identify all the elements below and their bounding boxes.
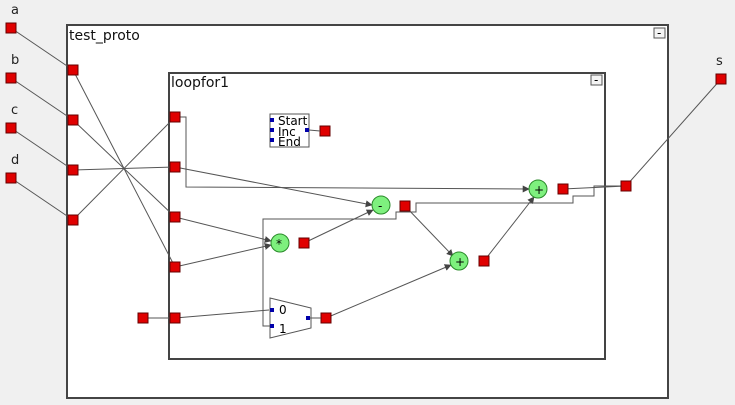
op-mult-label: * <box>276 237 282 251</box>
port-b-ext[interactable] <box>5 72 17 84</box>
op-plus2[interactable]: + <box>528 179 548 199</box>
wire-c-in <box>10 127 74 171</box>
port-outer-b[interactable] <box>67 114 79 126</box>
port-minus-out[interactable] <box>399 200 411 212</box>
op-minus-label: - <box>378 199 382 213</box>
port-inner-2[interactable] <box>169 161 181 173</box>
port-c-ext[interactable] <box>5 122 17 134</box>
port-a-ext[interactable] <box>5 22 17 34</box>
wire-mux-to-plus1 <box>325 264 452 319</box>
port-s-ext[interactable] <box>715 73 727 85</box>
port-plus2-out[interactable] <box>557 183 569 195</box>
wire-to-minus <box>174 166 373 208</box>
counter-end-label: End <box>278 135 301 149</box>
wire-feedback <box>262 185 626 327</box>
port-mult-out[interactable] <box>298 237 310 249</box>
output-label-s: s <box>716 54 723 69</box>
ports <box>5 22 727 324</box>
port-mux-out[interactable] <box>320 312 332 324</box>
port-inner-3[interactable] <box>169 211 181 223</box>
port-outer-a[interactable] <box>67 64 79 76</box>
op-mult[interactable]: * <box>270 233 290 253</box>
input-label-d: d <box>11 153 19 168</box>
wires <box>10 27 722 327</box>
counter-block[interactable]: Start Inc End <box>269 113 321 149</box>
wire-d-x <box>72 116 176 221</box>
wire-minus-to-plus1 <box>404 205 454 257</box>
input-label-c: c <box>11 103 18 118</box>
port-plus1-out[interactable] <box>478 255 490 267</box>
port-inner-5[interactable] <box>169 312 181 324</box>
wire-plus1-to-plus2 <box>483 196 535 262</box>
wire-d-in <box>10 177 74 221</box>
wire-b-in <box>10 77 74 121</box>
wire-mult-in2 <box>174 242 272 268</box>
mux-label-0: 0 <box>279 303 287 317</box>
port-s-outer[interactable] <box>620 180 632 192</box>
port-counter-out[interactable] <box>319 125 331 137</box>
port-outer-d[interactable] <box>67 214 79 226</box>
wire-plus2-out <box>562 185 627 190</box>
inner-collapse-button[interactable] <box>590 74 603 86</box>
mux-block[interactable]: 0 1 <box>269 297 321 339</box>
counter-inc-label: Inc <box>278 125 296 139</box>
outer-collapse-button[interactable] <box>653 27 666 39</box>
op-plus2-label: + <box>534 183 544 197</box>
wire-mult-in1 <box>174 216 272 243</box>
port-ext-left[interactable] <box>137 312 149 324</box>
op-plus1[interactable]: + <box>449 251 469 271</box>
inner-collapse-label: - <box>594 73 598 87</box>
wire-mult-to-minus <box>303 209 374 244</box>
port-inner-1[interactable] <box>169 111 181 123</box>
outer-block-title: test_proto <box>69 28 140 44</box>
counter-start-label: Start <box>278 114 308 128</box>
wire-to-mux <box>174 309 270 319</box>
outer-collapse-label: - <box>657 26 661 40</box>
input-label-a: a <box>11 3 19 18</box>
port-inner-4[interactable] <box>169 261 181 273</box>
port-d-ext[interactable] <box>5 172 17 184</box>
op-minus[interactable]: - <box>371 195 391 215</box>
inner-block-title: loopfor1 <box>171 75 229 91</box>
wire-a-in <box>10 27 74 71</box>
port-outer-c[interactable] <box>67 164 79 176</box>
op-plus1-label: + <box>455 255 465 269</box>
mux-label-1: 1 <box>279 322 287 336</box>
wire-out-s <box>625 78 722 187</box>
inner-block[interactable] <box>168 72 606 360</box>
input-label-b: b <box>11 53 19 68</box>
